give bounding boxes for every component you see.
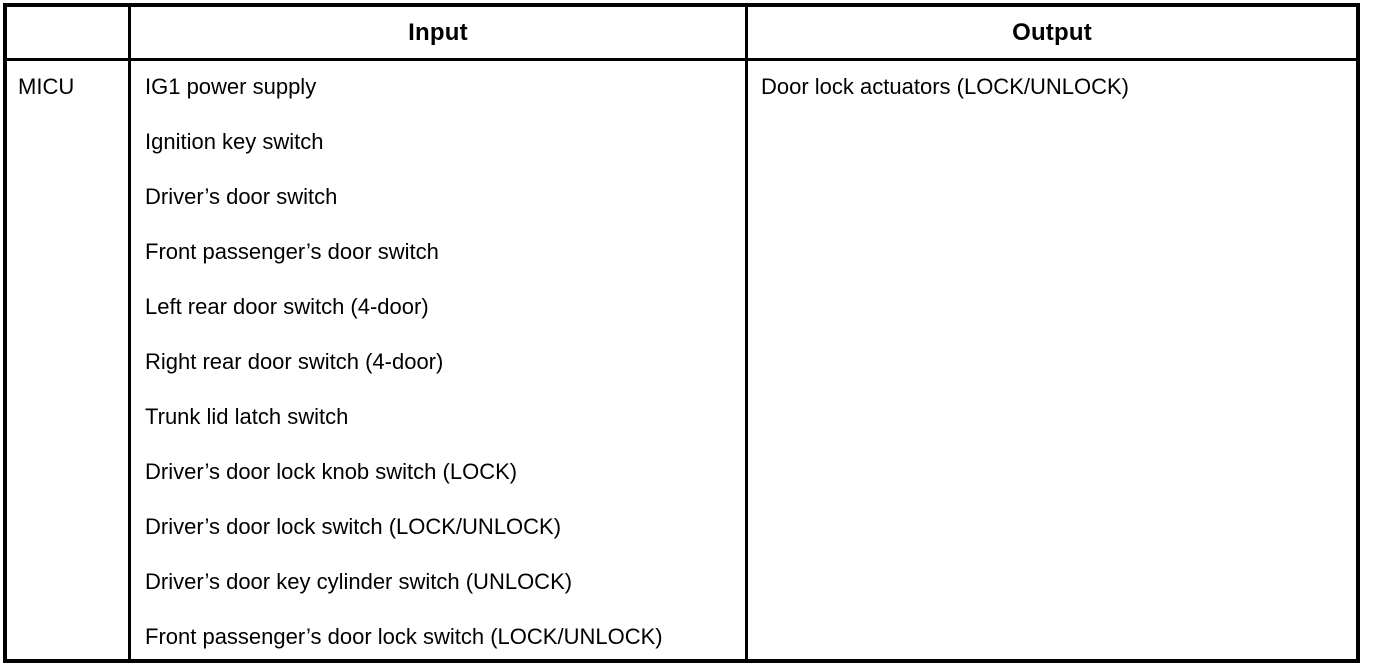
list-item: Right rear door switch (4-door): [145, 349, 444, 374]
list-item: Driver’s door lock switch (LOCK/UNLOCK): [145, 514, 562, 539]
list-item: Driver’s door lock knob switch (LOCK): [145, 459, 518, 484]
table-header-input: Input: [408, 18, 468, 46]
table-cell-input: IG1 power supply Ignition key switch Dri…: [131, 61, 745, 659]
list-item: IG1 power supply: [145, 74, 317, 99]
input-list: IG1 power supply Ignition key switch Dri…: [145, 74, 745, 659]
header-row-divider: [7, 58, 1356, 61]
list-item: Driver’s door key cylinder switch (UNLOC…: [145, 569, 573, 594]
column-divider-input-output: [745, 7, 748, 659]
column-divider-module-input: [128, 7, 131, 659]
table-cell-output: Door lock actuators (LOCK/UNLOCK): [748, 61, 1356, 659]
table-header-output: Output: [1012, 18, 1092, 46]
output-list: Door lock actuators (LOCK/UNLOCK): [761, 74, 1356, 100]
list-item: Driver’s door switch: [145, 184, 338, 209]
module-name-label: MICU: [18, 74, 75, 99]
input-output-table: Input Output MICU IG1 power supply Ignit…: [3, 3, 1360, 663]
list-item: Front passenger’s door switch: [145, 239, 439, 264]
table-header-module-column: [7, 7, 128, 58]
list-item: Ignition key switch: [145, 129, 324, 154]
list-item: Trunk lid latch switch: [145, 404, 349, 429]
list-item: Left rear door switch (4-door): [145, 294, 429, 319]
table-cell-module: MICU: [7, 61, 128, 659]
list-item: Door lock actuators (LOCK/UNLOCK): [761, 74, 1129, 99]
list-item: Front passenger’s door lock switch (LOCK…: [145, 624, 663, 649]
